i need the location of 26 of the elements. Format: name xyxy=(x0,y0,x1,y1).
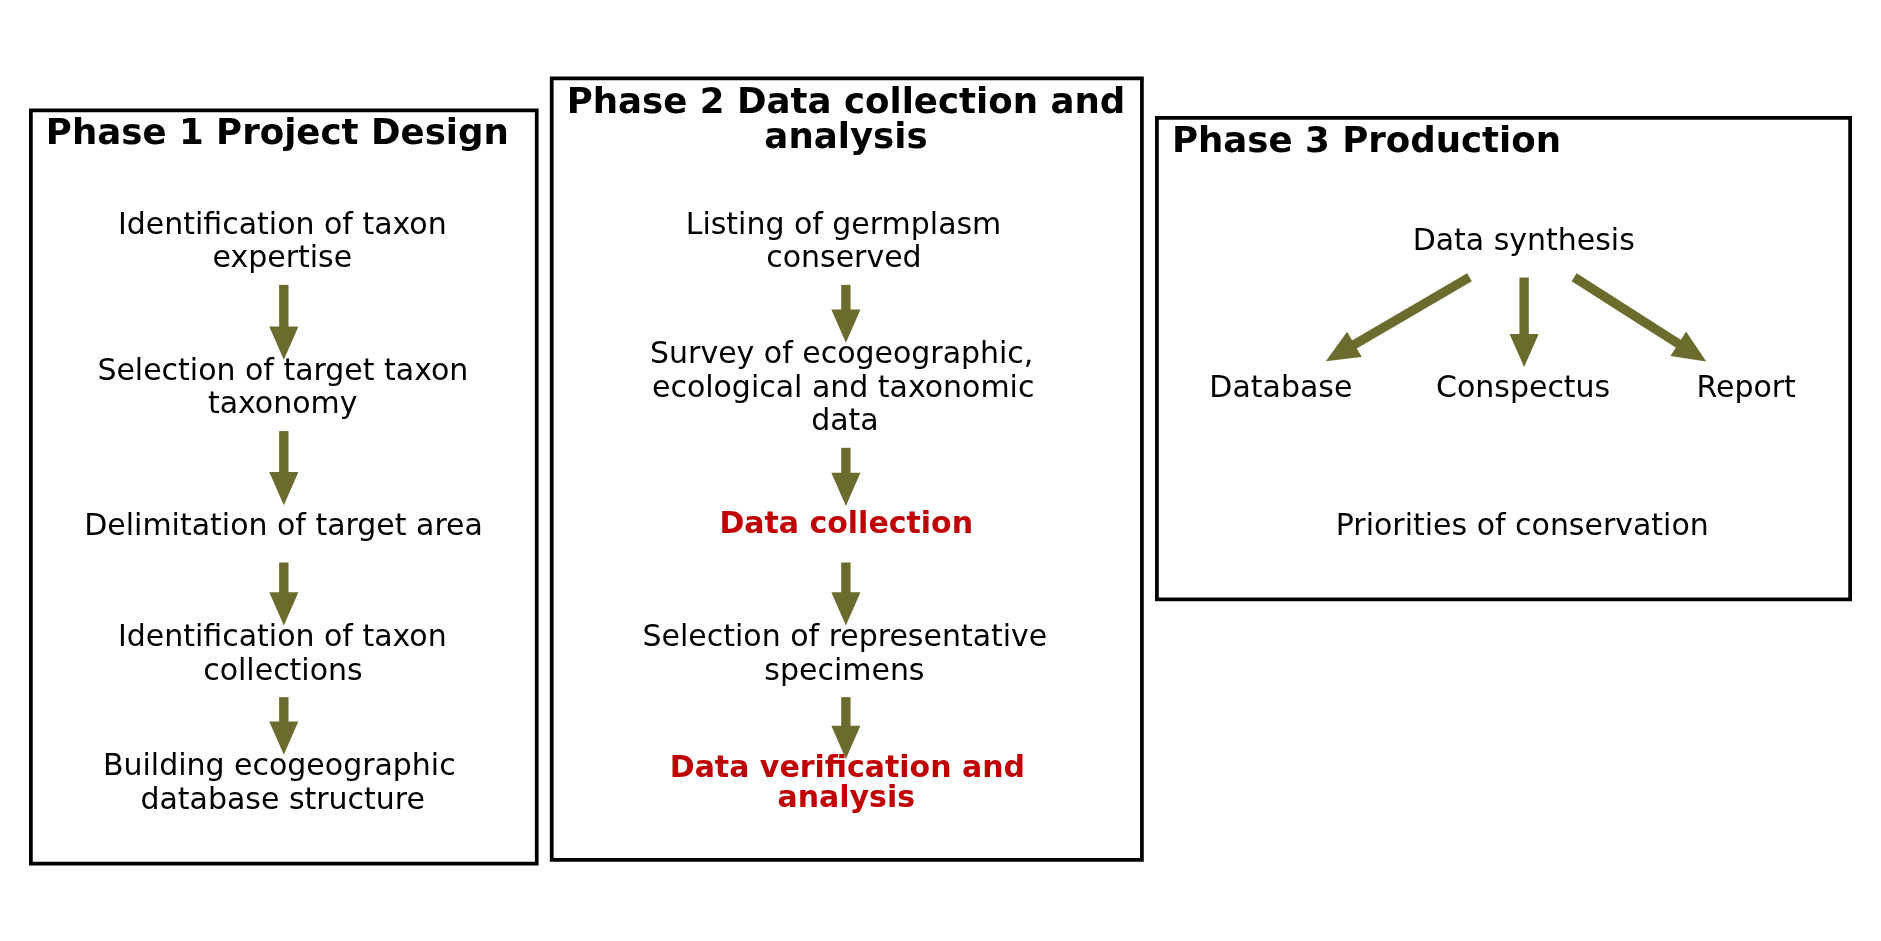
node-text: Priorities of conservation xyxy=(1335,506,1709,542)
arrow xyxy=(269,696,299,755)
node-text: Report xyxy=(1696,368,1796,404)
arrow xyxy=(1325,272,1472,361)
node-text: Data collection xyxy=(719,504,974,540)
node-text: Database xyxy=(1209,368,1353,404)
node-text: Selection of representative specimens xyxy=(642,617,1048,687)
arrow xyxy=(1571,272,1707,362)
arrow xyxy=(831,562,861,626)
node-text: Building ecogeographic database structure xyxy=(103,746,456,816)
node-text: Delimitation of target area xyxy=(84,506,483,542)
arrow xyxy=(269,284,299,360)
node-text: Survey of ecogeographic, ecological and taxonomic data xyxy=(650,334,1035,437)
node-text: Selection of target taxon taxonomy xyxy=(97,351,469,420)
arrow xyxy=(1509,277,1539,367)
arrow xyxy=(831,447,861,506)
node-text: Listing of germplasm conserved xyxy=(685,205,1002,274)
arrow xyxy=(831,696,861,759)
arrow xyxy=(831,284,861,343)
arrow xyxy=(269,562,299,626)
node-text: Data verification and analysis xyxy=(669,748,1025,814)
node-text: Identification of taxon expertise xyxy=(117,205,447,274)
node-text: Identification of taxon collections xyxy=(117,617,447,687)
arrow xyxy=(269,430,299,505)
node-text: Conspectus xyxy=(1436,368,1611,404)
node-text: Data synthesis xyxy=(1412,221,1635,257)
